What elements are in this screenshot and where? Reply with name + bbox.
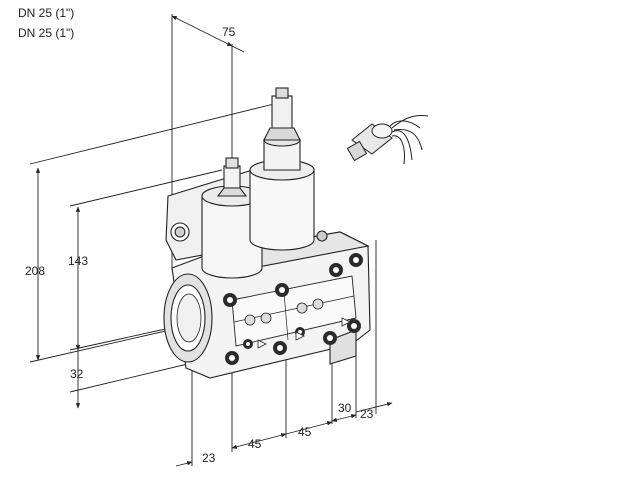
dimension-texts: 75 208 143 32 23 45 45 30 23 — [25, 25, 374, 465]
plug-connector — [346, 115, 429, 165]
nominal-size-label-2: DN 25 (1") — [18, 26, 75, 40]
screw-heads — [223, 253, 363, 365]
dim-actuator-height: 143 — [68, 254, 88, 268]
dim-top-depth: 75 — [222, 25, 236, 39]
dim-spacing-a: 45 — [248, 437, 262, 451]
dim-left-offset: 23 — [202, 451, 216, 465]
nominal-size-label-1: DN 25 (1") — [18, 6, 75, 20]
valve-body — [163, 87, 371, 379]
cable-wires — [389, 115, 429, 165]
dim-right-offset: 23 — [360, 407, 374, 421]
dimension-lines — [29, 14, 393, 467]
dim-right-spacing: 30 — [338, 401, 352, 415]
dim-base-offset: 32 — [70, 367, 84, 381]
dim-overall-height: 208 — [25, 264, 45, 278]
plugs — [244, 298, 351, 349]
dim-spacing-b: 45 — [298, 425, 312, 439]
